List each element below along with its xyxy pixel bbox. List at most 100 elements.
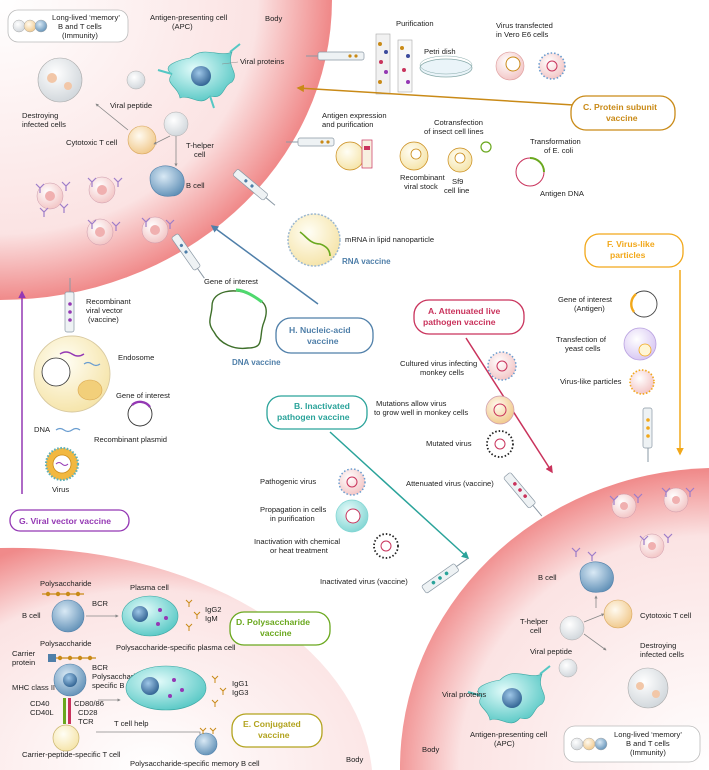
polysaccharide-bead [65, 591, 71, 597]
antibody-y-shapes [199, 727, 217, 734]
memory-cell-icon [594, 737, 608, 751]
body-label-bl: Body [346, 755, 364, 764]
polysaccharide-label-1: Polysaccharide [40, 579, 92, 588]
memory-label-tl: Long-lived ‘memory’B and T cells(Immunit… [52, 13, 120, 40]
helper-tcell-icon [163, 111, 189, 137]
tcr-label: TCR [78, 717, 94, 726]
viral-proteins-label-br: Viral proteins [442, 690, 486, 699]
plasma-granule [164, 616, 168, 620]
vaccine-label-box-h [275, 317, 374, 354]
lipid-nanoparticle-icon [287, 213, 341, 267]
cd80-label: CD80/86 [74, 699, 104, 708]
antibody-y-shapes [35, 177, 175, 231]
memory-cell-icon [23, 19, 37, 33]
polysaccharide-bead [75, 591, 81, 597]
memory-box-br [563, 725, 701, 763]
cd28-label: CD28 [78, 708, 97, 717]
propagation-virus [345, 508, 361, 524]
plasma-cell-label: Plasma cell [130, 583, 169, 592]
bcr-label-2: BCR [92, 663, 109, 672]
infected-cell-icon [37, 57, 83, 103]
virus-label: Virus [52, 485, 69, 494]
receptor-bar [63, 698, 66, 724]
gene-of-interest-label-h: Gene of interest [204, 277, 259, 286]
pathogenic-core [346, 476, 358, 488]
infected-nucleus [636, 682, 644, 690]
attenuated-virus-label: Attenuated virus (vaccine) [406, 479, 494, 488]
top-left-immunity: Body Long-lived ‘memory’B and T cells(Im… [7, 9, 284, 246]
b-cell-label-tl: B cell [186, 181, 205, 190]
arrow-inactivated [329, 431, 470, 560]
ps-plasma-granule [180, 688, 184, 692]
mutated-virus-label: Mutated virus [426, 439, 472, 448]
b-cell-label-bl: B cell [22, 611, 41, 620]
dna-loose-strand [55, 427, 81, 433]
vaccine-label-box-g [9, 509, 130, 532]
syringe-icon [306, 51, 365, 61]
infected-cell-icon-br [627, 667, 669, 709]
endosome-vesicle [41, 357, 71, 387]
arrow [95, 103, 129, 131]
green-plasmid-icon [480, 141, 492, 153]
polysaccharide-bead [57, 655, 63, 661]
syringe-icon [503, 472, 543, 517]
syringe-icon [64, 278, 75, 333]
antigen-dna-label: Antigen DNA [540, 189, 585, 198]
viral-peptide-label-br: Viral peptide [530, 647, 572, 656]
mutated-virus-core [494, 438, 506, 450]
receptor-bar [68, 698, 71, 724]
virus-particle-icon [538, 52, 566, 80]
syringe-icon [421, 558, 469, 594]
bottom-left-immunity: Polysaccharide B cell BCR Plasma cell Ig… [12, 579, 364, 768]
apc-label-br: Antigen-presenting cell(APC) [470, 730, 548, 748]
nucleic-acid-section: mRNA in lipid nanoparticle RNA vaccine G… [171, 169, 434, 367]
ps-b-nucleus [63, 673, 77, 687]
plasmid-gene-segment [131, 400, 151, 408]
yeast-cell-icon [623, 327, 657, 361]
dna-gene-segment [235, 288, 263, 304]
cultured-core [496, 360, 508, 372]
polysaccharide-bead [77, 655, 83, 661]
syringe-icon [233, 169, 276, 206]
virus-core [546, 60, 558, 72]
yeast-inner [638, 343, 652, 357]
body-label-tl: Body [265, 14, 283, 23]
polysaccharide-bead [67, 655, 73, 661]
ps-b-cell-label: Polysaccharide-specific B cell [92, 672, 146, 690]
vaccine-label-box-e [231, 713, 323, 748]
plasma-granule [156, 622, 160, 626]
purification-column-icon [375, 33, 413, 95]
polysaccharide-bead [55, 591, 61, 597]
antibody-y-shapes [571, 487, 695, 561]
pointer-line [221, 61, 239, 65]
bcr-label-1: BCR [92, 599, 109, 608]
expression-cell-icon [335, 139, 373, 171]
apc-label-tl: Antigen-presenting cell(APC) [150, 13, 228, 31]
memory-b-cell-icon [194, 732, 218, 756]
vaccine-label-box-d [229, 611, 331, 646]
small-tcell-icon-br [558, 658, 578, 678]
arrow [153, 135, 171, 145]
mhc-label: MHC class II [12, 683, 55, 692]
antibody-y-shapes [185, 599, 201, 631]
mutated-core [493, 403, 507, 417]
b-cell-label-br: B cell [538, 573, 557, 582]
ps-plasma-nucleus [141, 677, 159, 695]
endosome-label: Endosome [118, 353, 154, 362]
vlp-gene-label: Gene of interest(Antigen) [558, 295, 613, 313]
